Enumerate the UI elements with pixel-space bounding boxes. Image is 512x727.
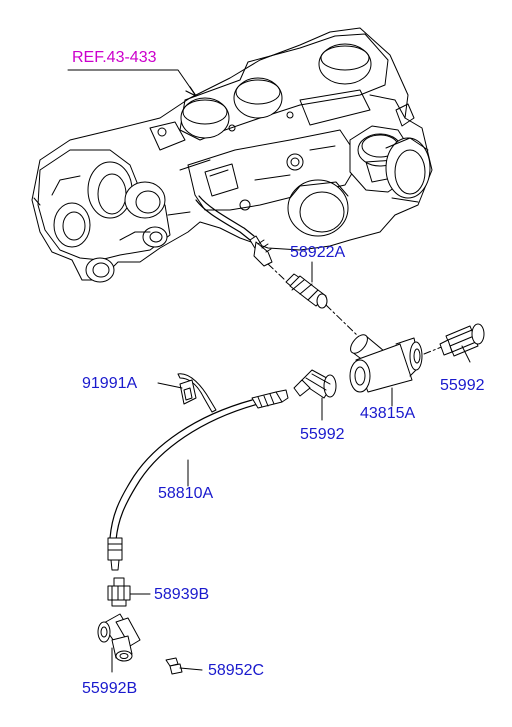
part-label-58922a[interactable]: 58922A [290, 244, 346, 261]
part-label-55992-right[interactable]: 55992 [440, 377, 485, 394]
fitting-58922a-drawing [285, 273, 328, 309]
fitting-55992-right-drawing [439, 323, 485, 357]
reference-label[interactable]: REF.43-433 [72, 49, 157, 66]
leader-lines [67, 69, 471, 673]
clip-91991a-drawing [177, 373, 217, 413]
tee-43815a-drawing [349, 334, 423, 393]
part-label-43815a[interactable]: 43815A [360, 405, 416, 422]
part-label-58810a[interactable]: 58810A [158, 485, 214, 502]
part-label-55992b[interactable]: 55992B [82, 680, 138, 697]
cap-58952c-drawing [165, 657, 183, 675]
part-label-58939b[interactable]: 58939B [154, 586, 210, 603]
vacuum-hose-upper-drawing [195, 195, 273, 267]
part-label-58952c[interactable]: 58952C [208, 662, 265, 679]
tee-55992b-drawing [97, 613, 141, 662]
part-label-55992-mid[interactable]: 55992 [300, 426, 345, 443]
engine-manifold-drawing [31, 27, 433, 283]
hose-58810a-drawing [107, 389, 289, 571]
part-label-91991a[interactable]: 91991A [82, 375, 138, 392]
outlet-fitting-drawing [349, 103, 431, 203]
fitting-58939b-drawing [107, 577, 131, 607]
fitting-55992-mid-drawing [293, 369, 337, 399]
